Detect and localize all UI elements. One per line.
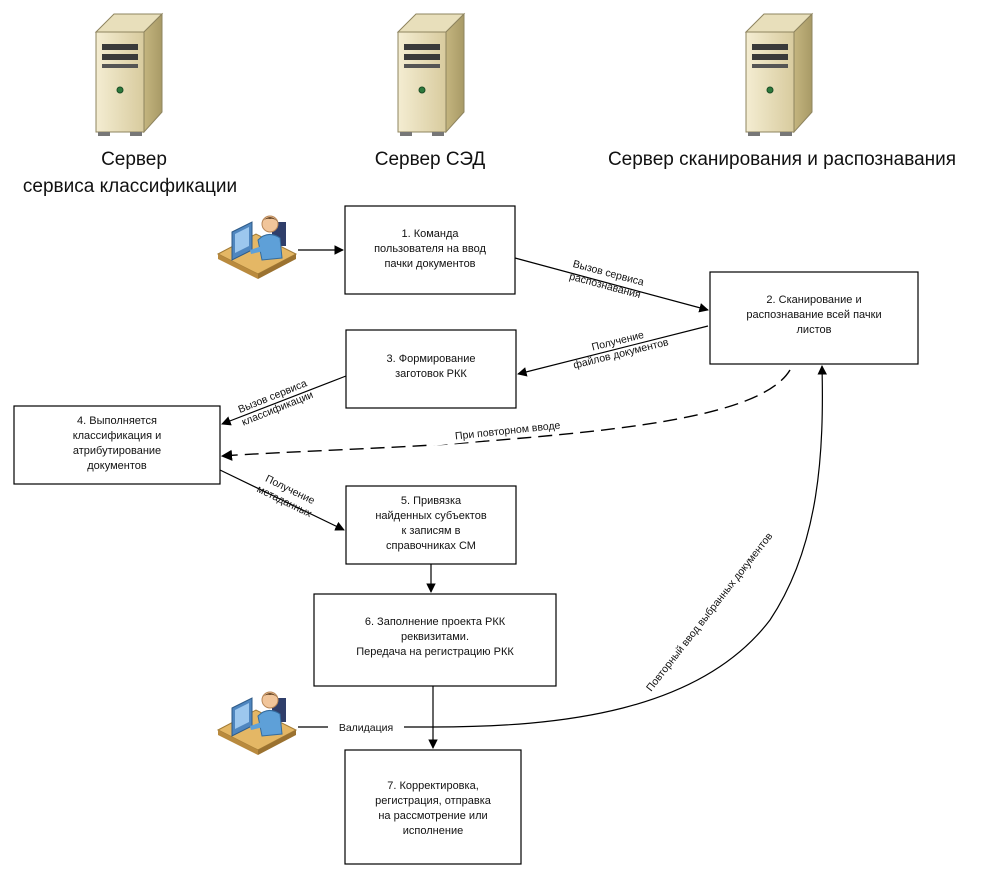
step-2-text-line3: листов — [797, 324, 832, 336]
server-scanning-caption: Сервер сканирования и распознавания — [608, 149, 956, 170]
validation-label: Валидация — [339, 722, 393, 734]
step-7-text-line4: исполнение — [403, 825, 463, 837]
step-6-text-line3: Передача на регистрацию РКК — [356, 646, 514, 658]
step-5-box — [345, 485, 517, 565]
step-7-text-line2: регистрация, отправка — [375, 795, 492, 807]
step-3-box — [345, 329, 517, 409]
step-4-box — [13, 405, 221, 485]
user-at-computer-icon — [217, 215, 297, 280]
step-6-box — [313, 593, 557, 687]
server-sed-caption: Сервер СЭД — [375, 149, 486, 170]
step-5-text-line1: 5. Привязка — [401, 495, 462, 507]
step-6-text-line1: 6. Заполнение проекта РКК — [365, 616, 506, 628]
step-4-text-line1: 4. Выполняется — [77, 415, 157, 427]
step-5-text-line4: справочниках СМ — [386, 540, 476, 552]
step-4-text-line2: классификация и — [73, 430, 162, 442]
server-classification-caption-line1: Сервер — [101, 149, 167, 170]
repeat-input-dashed-arrow — [220, 369, 791, 461]
step-5-text-line3: к записям в — [401, 525, 460, 537]
step-2-text-line1: 2. Сканирование и — [766, 294, 861, 306]
server-classification-caption-line2: сервиса классификации — [23, 176, 237, 197]
user-at-computer-icon — [217, 691, 297, 756]
step-1-text-line1: 1. Команда — [401, 228, 459, 240]
step-2-text-line2: распознавание всей пачки — [746, 309, 881, 321]
step-1-text-line2: пользователя на ввод — [374, 243, 486, 255]
repeat-selected-label: Повторный ввод выбранных документов — [644, 530, 776, 694]
step1-to-step2-arrow — [514, 257, 709, 313]
step-5-text-line2: найденных субъектов — [375, 510, 487, 522]
step-3-text-line2: заготовок РКК — [395, 368, 467, 380]
step2-to-step3-arrow — [517, 325, 709, 377]
server-icon — [397, 13, 465, 137]
step-2-box — [709, 271, 919, 365]
server-icon — [745, 13, 813, 137]
server-icon — [95, 13, 163, 137]
repeat-selected-arrow — [432, 365, 828, 728]
step-4-text-line3: атрибутирование — [73, 445, 161, 457]
step-4-text-line4: документов — [87, 460, 147, 472]
step-7-text-line1: 7. Корректировка, — [387, 780, 479, 792]
step-1-text-line3: пачки документов — [384, 258, 475, 270]
step3-to-step4-arrow — [221, 375, 347, 426]
step-7-text-line3: на рассмотрение или — [378, 810, 487, 822]
step-3-text-line1: 3. Формирование — [387, 353, 476, 365]
step-1-box — [344, 205, 516, 295]
step-7-box — [344, 749, 522, 865]
step4-to-step5-arrow — [219, 469, 345, 531]
step-6-text-line2: реквизитами. — [401, 631, 469, 643]
